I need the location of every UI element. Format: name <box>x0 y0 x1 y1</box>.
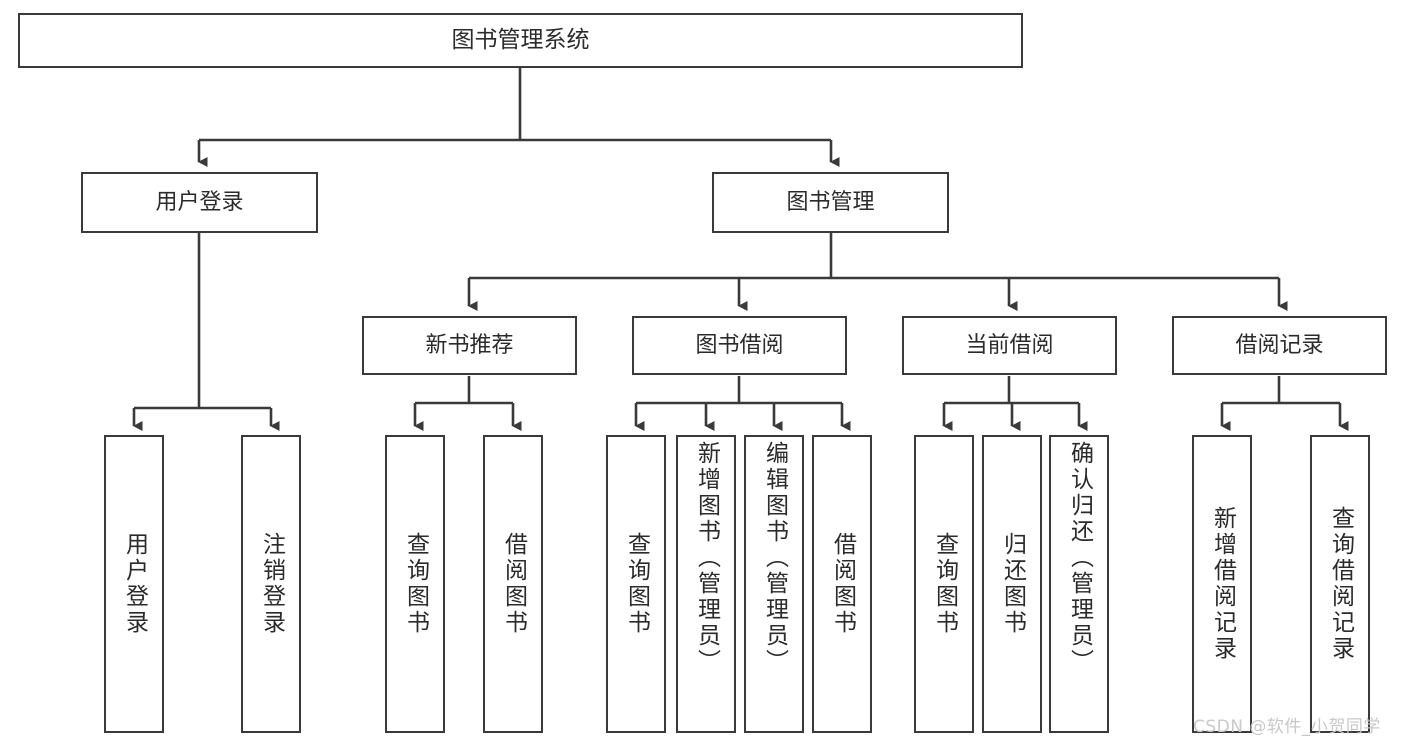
node-leaf-borrow-book-borrow-label: 借阅图书 <box>829 532 856 636</box>
node-leaf-borrow-book-borrow: 借阅图书 <box>812 435 872 733</box>
csdn-watermark: CSDN @软件_小贺同学 <box>1193 717 1381 737</box>
node-leaf-query-borrow-record: 查询借阅记录 <box>1310 435 1370 733</box>
node-book-management-label: 图书管理 <box>786 189 875 215</box>
node-root-system-label: 图书管理系统 <box>451 26 590 53</box>
node-leaf-return-book-label: 归还图书 <box>999 532 1026 636</box>
node-leaf-add-borrow-record-label: 新增借阅记录 <box>1209 506 1236 662</box>
node-book-borrow-label: 图书借阅 <box>695 332 784 358</box>
node-leaf-logout: 注销登录 <box>241 435 301 733</box>
node-current-borrow: 当前借阅 <box>902 316 1117 375</box>
node-leaf-logout-label: 注销登录 <box>258 532 285 636</box>
node-leaf-query-book-current: 查询图书 <box>914 435 974 733</box>
node-root-system: 图书管理系统 <box>18 13 1023 68</box>
node-borrow-record-label: 借阅记录 <box>1235 332 1324 358</box>
node-leaf-query-book-borrow-label: 查询图书 <box>623 532 650 636</box>
node-leaf-borrow-book-recommend-label: 借阅图书 <box>500 532 527 636</box>
node-book-borrow: 图书借阅 <box>632 316 847 375</box>
node-borrow-record: 借阅记录 <box>1172 316 1387 375</box>
node-leaf-add-borrow-record: 新增借阅记录 <box>1192 435 1252 733</box>
node-leaf-confirm-return-admin-label: 确认归还（管理员） <box>1066 441 1093 675</box>
node-leaf-user-login: 用户登录 <box>104 435 164 733</box>
node-leaf-query-book-current-label: 查询图书 <box>931 532 958 636</box>
node-leaf-query-book-borrow: 查询图书 <box>606 435 666 733</box>
node-user-login: 用户登录 <box>81 172 318 233</box>
node-leaf-query-book-recommend-label: 查询图书 <box>402 532 429 636</box>
node-leaf-user-login-label: 用户登录 <box>121 532 148 636</box>
node-leaf-edit-book-admin: 编辑图书（管理员） <box>744 435 804 733</box>
node-leaf-confirm-return-admin: 确认归还（管理员） <box>1049 435 1109 733</box>
node-new-book-recommend-label: 新书推荐 <box>425 332 514 358</box>
node-current-borrow-label: 当前借阅 <box>965 332 1054 358</box>
node-user-login-label: 用户登录 <box>155 189 244 215</box>
node-leaf-edit-book-admin-label: 编辑图书（管理员） <box>761 441 788 675</box>
node-new-book-recommend: 新书推荐 <box>362 316 577 375</box>
node-leaf-query-borrow-record-label: 查询借阅记录 <box>1327 506 1354 662</box>
node-leaf-return-book: 归还图书 <box>982 435 1042 733</box>
node-leaf-add-book-admin: 新增图书（管理员） <box>676 435 736 733</box>
node-leaf-borrow-book-recommend: 借阅图书 <box>483 435 543 733</box>
node-book-management: 图书管理 <box>712 172 949 233</box>
node-leaf-query-book-recommend: 查询图书 <box>385 435 445 733</box>
node-leaf-add-book-admin-label: 新增图书（管理员） <box>693 441 720 675</box>
